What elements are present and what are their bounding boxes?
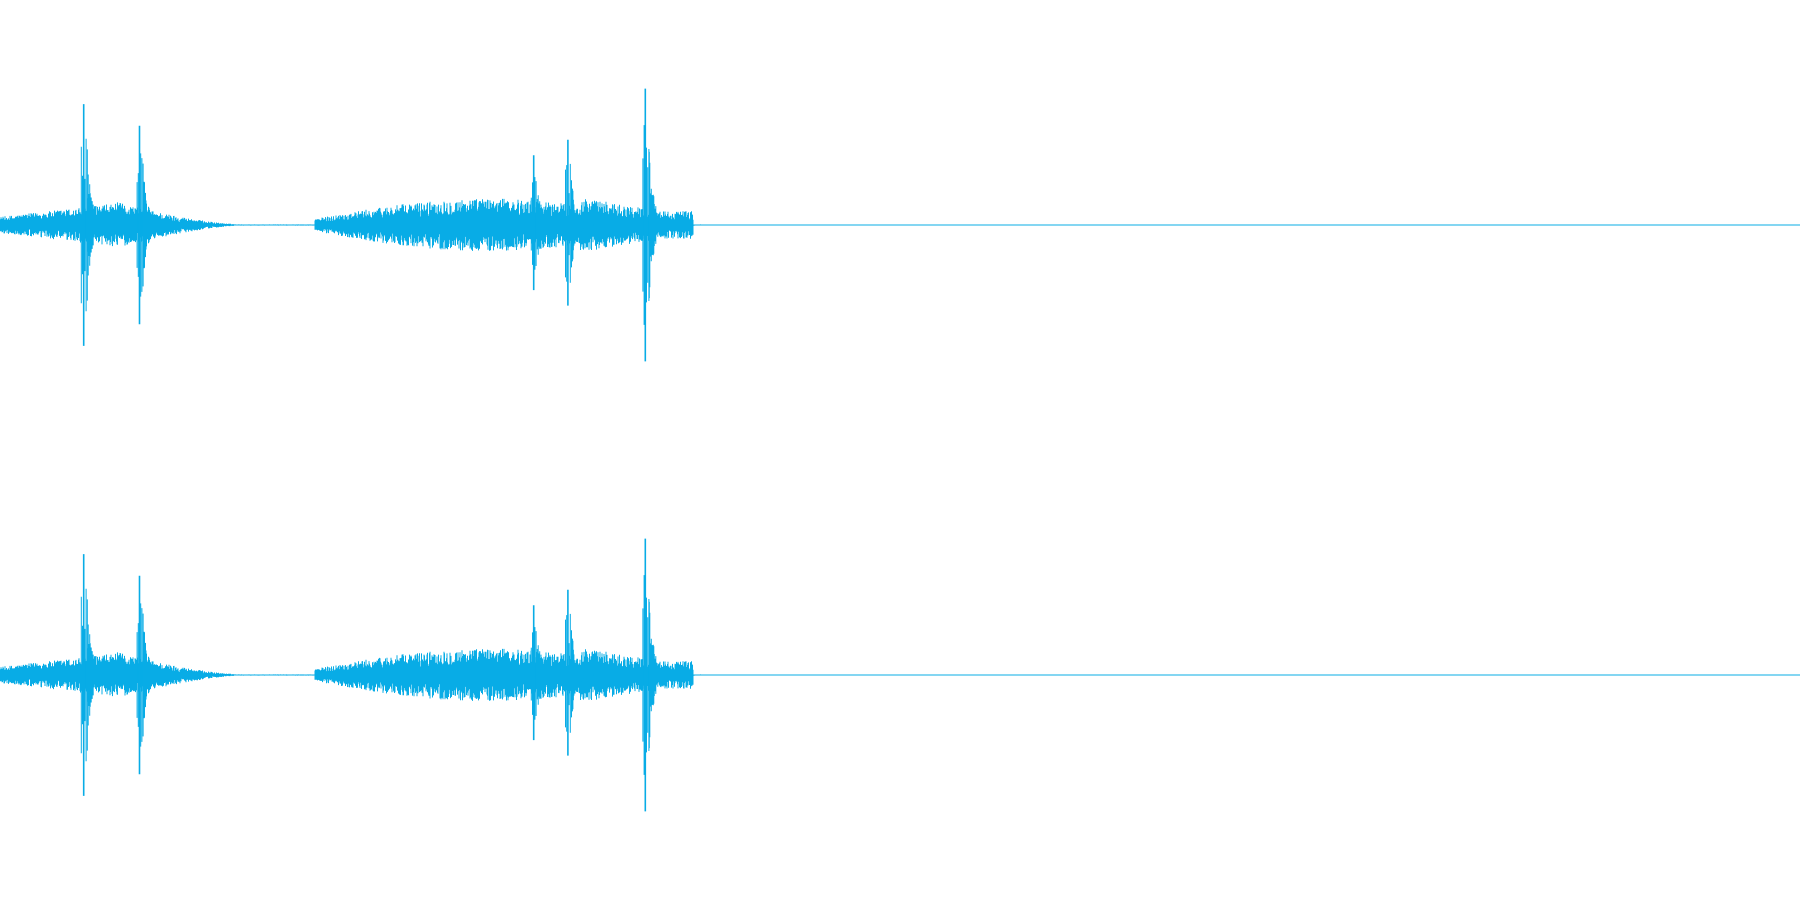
waveform-transient-tail: [571, 188, 594, 262]
waveform-transient-tail: [143, 631, 166, 719]
waveform-channel-2: [0, 538, 1800, 812]
waveform-transient-tail: [571, 638, 594, 712]
waveform-transient-tail: [648, 601, 672, 749]
waveform-transient-tail: [87, 174, 110, 276]
waveform-channel-1: [0, 88, 1800, 362]
waveform-transient-tail: [143, 181, 166, 269]
waveform-transient-tail: [648, 151, 672, 299]
waveform-transient-tail: [537, 195, 560, 255]
waveform-transient-tail: [87, 624, 110, 726]
waveform-transient-tail: [537, 645, 560, 705]
